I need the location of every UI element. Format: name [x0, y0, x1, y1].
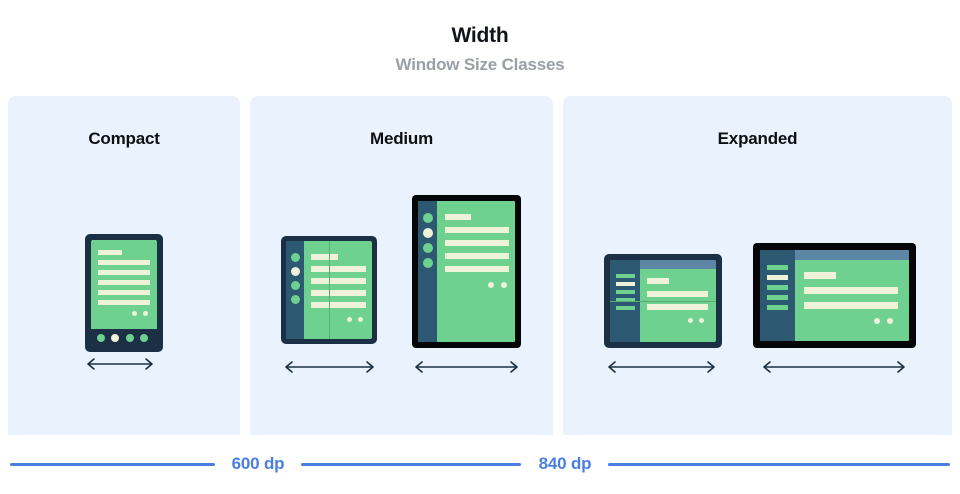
- breakpoint-rule-middle: [301, 463, 521, 466]
- panel-medium: Medium: [250, 96, 553, 435]
- device-foldable-landscape: [604, 254, 722, 348]
- content-line: [445, 214, 471, 220]
- page-subtitle: Window Size Classes: [395, 55, 565, 74]
- sidebar-dot: [423, 243, 433, 253]
- content-dot: [143, 311, 148, 316]
- nav-dot: [126, 334, 134, 342]
- content-dot: [501, 282, 507, 288]
- width-arrow-tablet-landscape: [760, 360, 908, 374]
- content-line: [647, 278, 669, 284]
- content-line: [804, 272, 836, 279]
- content-line: [804, 302, 898, 309]
- breakpoint-rule-right: [608, 463, 950, 466]
- sidebar-dot: [423, 213, 433, 223]
- foldable-portrait-screen: [286, 241, 372, 339]
- sidebar-item: [767, 285, 788, 290]
- fold-crease: [329, 241, 330, 339]
- tablet-landscape-screen: [760, 250, 909, 341]
- sidebar-item: [767, 305, 788, 310]
- foldable-landscape-screen: [610, 260, 716, 342]
- content-dot: [874, 318, 880, 324]
- panel-compact: Compact: [8, 96, 240, 435]
- content-line: [98, 300, 150, 305]
- content-dot: [347, 317, 352, 322]
- content-line: [98, 260, 150, 265]
- device-foldable-portrait: [281, 236, 377, 344]
- width-arrow-compact: [84, 357, 156, 371]
- panel-title-medium: Medium: [369, 129, 434, 148]
- device-tablet-landscape: [753, 243, 916, 348]
- content-line: [445, 253, 509, 259]
- sidebar-item-active: [616, 282, 635, 286]
- sidebar-dot: [423, 258, 433, 268]
- device-phone: [85, 234, 163, 352]
- window-top-strip: [795, 250, 909, 260]
- content-line: [311, 290, 366, 296]
- content-line: [647, 291, 708, 297]
- sidebar-item: [616, 298, 635, 302]
- content-dot: [688, 318, 693, 323]
- content-dot: [358, 317, 363, 322]
- sidebar-item: [616, 274, 635, 278]
- sidebar-item: [767, 295, 788, 300]
- content-line: [98, 250, 122, 255]
- phone-navigation-bar: [91, 329, 157, 346]
- panel-title-compact: Compact: [88, 129, 160, 148]
- content-line: [98, 290, 150, 295]
- content-dot: [699, 318, 704, 323]
- device-tablet-portrait: [412, 195, 521, 348]
- content-line: [445, 266, 509, 272]
- nav-dot-active: [111, 334, 119, 342]
- breakpoint-label-840: 840 dp: [538, 454, 592, 473]
- panel-expanded: Expanded: [563, 96, 952, 435]
- content-dot: [132, 311, 137, 316]
- sidebar-dot-active: [291, 267, 300, 276]
- panel-title-expanded: Expanded: [717, 129, 798, 148]
- fold-crease: [610, 301, 716, 302]
- tablet-portrait-sidebar: [418, 201, 437, 342]
- content-line: [647, 304, 708, 310]
- content-line: [804, 287, 898, 294]
- content-line: [445, 240, 509, 246]
- sidebar-dot-active: [423, 228, 433, 238]
- breakpoint-label-600: 600 dp: [231, 454, 285, 473]
- tablet-portrait-screen: [418, 201, 515, 342]
- content-line: [98, 280, 150, 285]
- foldable-portrait-sidebar: [286, 241, 304, 339]
- page-title: Width: [451, 24, 509, 47]
- sidebar-dot: [291, 281, 300, 290]
- content-dot: [488, 282, 494, 288]
- sidebar-dot: [291, 253, 300, 262]
- width-arrow-foldable-portrait: [282, 360, 377, 374]
- content-dot: [887, 318, 893, 324]
- sidebar-dot: [291, 295, 300, 304]
- nav-dot: [97, 334, 105, 342]
- sidebar-item: [616, 290, 635, 294]
- content-line: [445, 227, 509, 233]
- sidebar-item: [767, 265, 788, 270]
- content-line: [311, 302, 366, 308]
- window-top-strip: [640, 260, 716, 269]
- sidebar-item-active: [767, 275, 788, 280]
- sidebar-item: [616, 306, 635, 310]
- content-line: [98, 270, 150, 275]
- breakpoint-rule-left: [10, 463, 215, 466]
- content-line: [311, 266, 366, 272]
- nav-dot: [140, 334, 148, 342]
- width-arrow-tablet-portrait: [412, 360, 521, 374]
- phone-screen: [91, 240, 157, 346]
- width-arrow-foldable-landscape: [605, 360, 718, 374]
- content-line: [311, 278, 366, 284]
- content-line: [311, 254, 338, 260]
